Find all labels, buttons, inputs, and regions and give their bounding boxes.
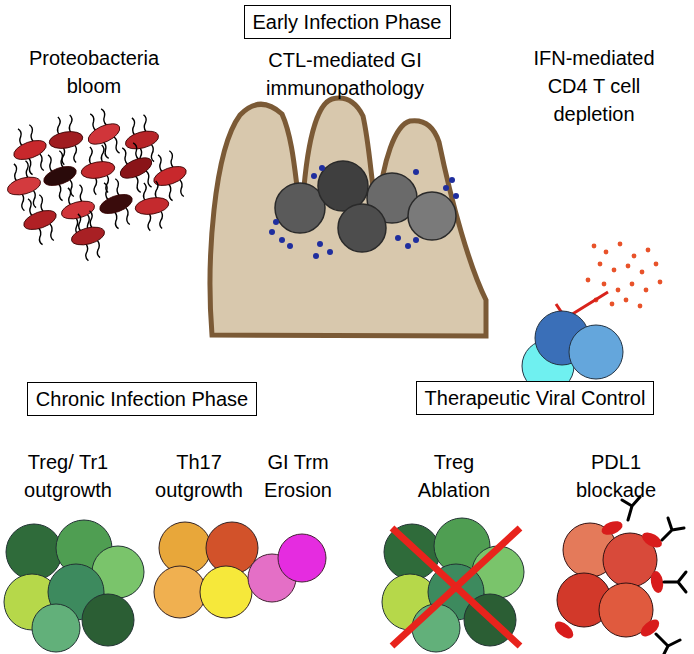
label-text: Proteobacteria bloom (29, 47, 159, 97)
phase-heading-box: Chronic Infection Phase (27, 382, 257, 416)
phase-heading: Early Infection Phase (253, 11, 442, 33)
phase-heading: Chronic Infection Phase (36, 388, 248, 410)
label-text: CTL-mediated GI immunopathology (266, 49, 424, 99)
bacterium (16, 192, 64, 249)
gut-villus (210, 98, 486, 336)
bacterium (65, 208, 110, 263)
treg-cluster (4, 520, 144, 652)
panel-label: GI Trm Erosion (256, 448, 340, 504)
phase-heading-box: Early Infection Phase (244, 5, 451, 39)
bacterium (131, 179, 173, 232)
bacterium (1, 158, 46, 213)
bacterium (110, 139, 161, 197)
pdl1-cells (557, 523, 657, 637)
label-text: Treg/ Tr1 outgrowth (24, 451, 112, 501)
panel-label: Treg/ Tr1 outgrowth (12, 448, 124, 504)
bacterium (92, 176, 140, 233)
ablated-treg-cluster (382, 518, 524, 652)
bacterium (78, 105, 129, 163)
bacterium (146, 148, 194, 205)
cd4-cells (522, 311, 623, 392)
panel-label: Treg Ablation (406, 448, 502, 504)
ctl-cells (275, 161, 456, 252)
panel-label: IFN-mediated CD4 T cell depletion (528, 44, 660, 128)
label-text: PDL1 blockade (576, 451, 656, 501)
antibodies (622, 497, 686, 654)
bacterium (36, 148, 84, 205)
panel-label: Proteobacteria bloom (19, 44, 169, 100)
th17-cluster (154, 522, 258, 618)
panel-label: CTL-mediated GI immunopathology (255, 46, 435, 102)
panel-label: PDL1 blockade (568, 448, 664, 504)
bacteria-bloom (1, 105, 194, 264)
label-text: IFN-mediated CD4 T cell depletion (533, 47, 654, 125)
phase-heading: Therapeutic Viral Control (425, 387, 646, 409)
label-text: Treg Ablation (418, 451, 490, 501)
ablation-cross (392, 528, 520, 646)
trm-cells (248, 534, 326, 602)
pdl1-molecules (552, 519, 665, 642)
label-text: GI Trm Erosion (264, 451, 332, 501)
phase-heading-box: Therapeutic Viral Control (416, 381, 655, 415)
label-text: Th17 outgrowth (155, 451, 243, 501)
bacterium (6, 122, 54, 179)
panel-label: Th17 outgrowth (147, 448, 251, 504)
granules (269, 165, 459, 259)
bacterium (77, 143, 119, 196)
